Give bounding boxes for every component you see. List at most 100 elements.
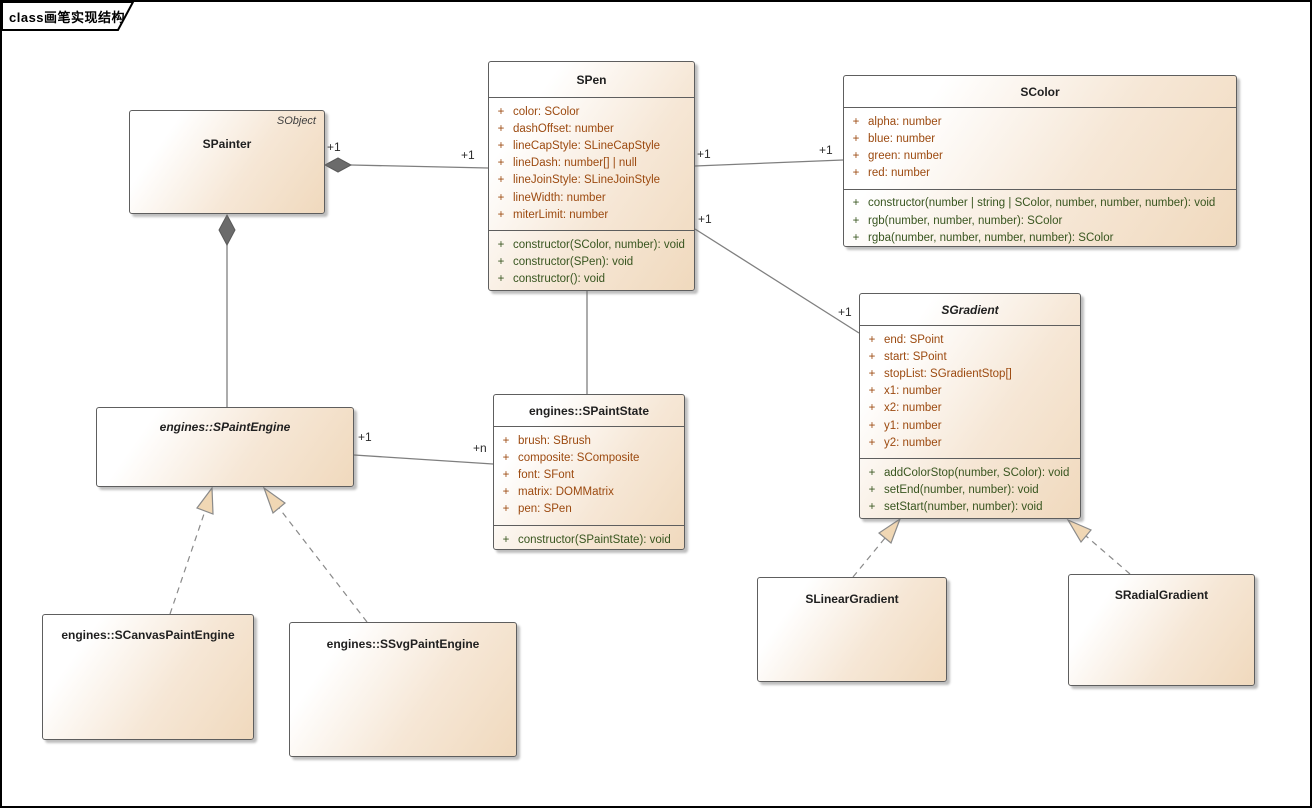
class-title: SRadialGradient [1114,588,1209,602]
member-row: + constructor(SPen): void [489,254,694,271]
member-text: setStart(number, number): void [884,501,1043,514]
visibility-symbol: + [497,174,505,187]
class-title: engines::SPaintState [528,403,650,418]
member-text: brush: SBrush [518,434,591,447]
class-title: SLinearGradient [805,592,899,606]
generalization-arrow-ssvgpaintengine [262,486,286,515]
visibility-symbol: + [868,484,876,497]
visibility-symbol: + [502,503,510,516]
visibility-symbol: + [868,385,876,398]
member-row: +rgb(number, number, number): SColor [844,212,1236,229]
member-text: x2: number [884,402,942,415]
member-text: y1: number [884,419,942,432]
visibility-symbol: + [868,367,876,380]
member-row: +alpha: number [844,113,1236,130]
member-text: composite: SComposite [518,451,640,464]
class-title: engines::SSvgPaintEngine [326,637,480,651]
member-row: +constructor(SColor, number): void [489,236,694,253]
visibility-symbol: + [868,436,876,449]
visibility-symbol: + [502,451,510,464]
member-row: +matrix: DOMMatrix [494,484,684,501]
member-row: +blue: number [844,130,1236,147]
visibility-symbol: + [502,468,510,481]
multiplicity-label: +1 [819,143,833,157]
member-text: constructor(SPen): void [513,256,634,269]
visibility-symbol: + [502,533,510,546]
member-text: miterLimit: number [513,208,609,221]
multiplicity-label: +1 [461,148,475,162]
member-row: + constructor(number | string | SColor, n… [844,195,1236,212]
visibility-symbol: + [868,466,876,479]
attributes-section: +end: SPoint+start: SPoint+stopList: SGr… [860,326,1080,458]
multiplicity-label: +n [473,441,487,455]
multiplicity-label: +1 [697,147,711,161]
visibility-symbol: + [868,419,876,432]
visibility-symbol: + [497,256,505,269]
member-text: x1: number [884,385,942,398]
class-scolor: SColor +alpha: number+blue: number+green… [843,75,1237,247]
multiplicity-label: +1 [358,430,372,444]
member-text: blue: number [868,132,936,145]
member-text: matrix: DOMMatrix [518,486,614,499]
visibility-symbol: + [502,434,510,447]
visibility-symbol: + [868,350,876,363]
member-row: + pen: SPen [494,501,684,518]
multiplicity-label: +1 [838,305,852,319]
visibility-symbol: + [852,149,860,162]
member-text: constructor(SColor, number): void [513,238,685,251]
member-text: lineDash: number[] | null [513,157,637,170]
connector-spainter-spen [350,164,489,169]
frame-tab [2,2,135,31]
operations-section: + constructor(number | string | SColor, n… [844,188,1236,246]
member-row: + addColorStop(number, SColor): void [860,464,1080,481]
class-spaintstate: engines::SPaintState +brush: SBrush+comp… [493,394,685,550]
member-text: rgba(number, number, number, number): SC… [868,231,1114,244]
member-text: y2: number [884,436,942,449]
member-text: addColorStop(number, SColor): void [884,466,1070,479]
generalization-slineargradient-sgradient [852,537,886,578]
generalization-arrow-sradialgradient [1066,518,1092,544]
operations-section: +addColorStop(number, SColor): void+setE… [860,458,1080,518]
member-row: + x1: number [860,383,1080,400]
member-text: constructor(SPaintState): void [518,533,671,546]
member-row: +dashOffset: number [489,120,694,137]
generalization-sradialgradient-sgradient [1085,535,1131,575]
member-row: + composite: SComposite [494,449,684,466]
member-row: + brush: SBrush [494,432,684,449]
member-text: start: SPoint [884,350,947,363]
operations-section: +constructor(SColor, number): void+const… [489,230,694,290]
operations-section: + constructor(SPaintState): void [494,524,684,549]
connector-spen-scolor [694,159,844,167]
class-title: SPainter [202,137,252,151]
visibility-symbol: + [497,191,505,204]
member-text: stopList: SGradientStop[] [884,367,1012,380]
visibility-symbol: + [497,157,505,170]
visibility-symbol: + [497,208,505,221]
member-text: constructor(number | string | SColor, nu… [868,197,1216,210]
visibility-symbol: + [852,197,860,210]
member-row: +color: SColor [489,103,694,120]
generalization-ssvgpaintengine-spaintengine [278,507,368,623]
connector-spen-sgradient [694,228,860,334]
visibility-symbol: + [868,333,876,346]
member-row: + y2: number [860,434,1080,451]
member-text: lineJoinStyle: SLineJoinStyle [513,174,661,187]
member-text: constructor(): void [513,273,606,286]
member-row: + rgba(number, number, number, number): S… [844,229,1236,246]
member-row: +lineWidth: number [489,189,694,206]
member-row: +font: SFont [494,466,684,483]
diagram-title: class画笔实现结构 [9,10,126,25]
visibility-symbol: + [868,402,876,415]
member-text: red: number [868,167,931,180]
member-row: +constructor(): void [489,271,694,288]
generalization-arrow-slineargradient [877,517,902,545]
member-text: pen: SPen [518,503,572,516]
class-spainter: SObject SPainter [129,110,325,214]
member-text: color: SColor [513,105,580,118]
member-row: +lineCapStyle: SLineCapStyle [489,137,694,154]
visibility-symbol: + [852,231,860,244]
class-title: SPen [576,72,607,87]
attributes-section: +color: SColor+dashOffset: number+lineCa… [489,98,694,230]
